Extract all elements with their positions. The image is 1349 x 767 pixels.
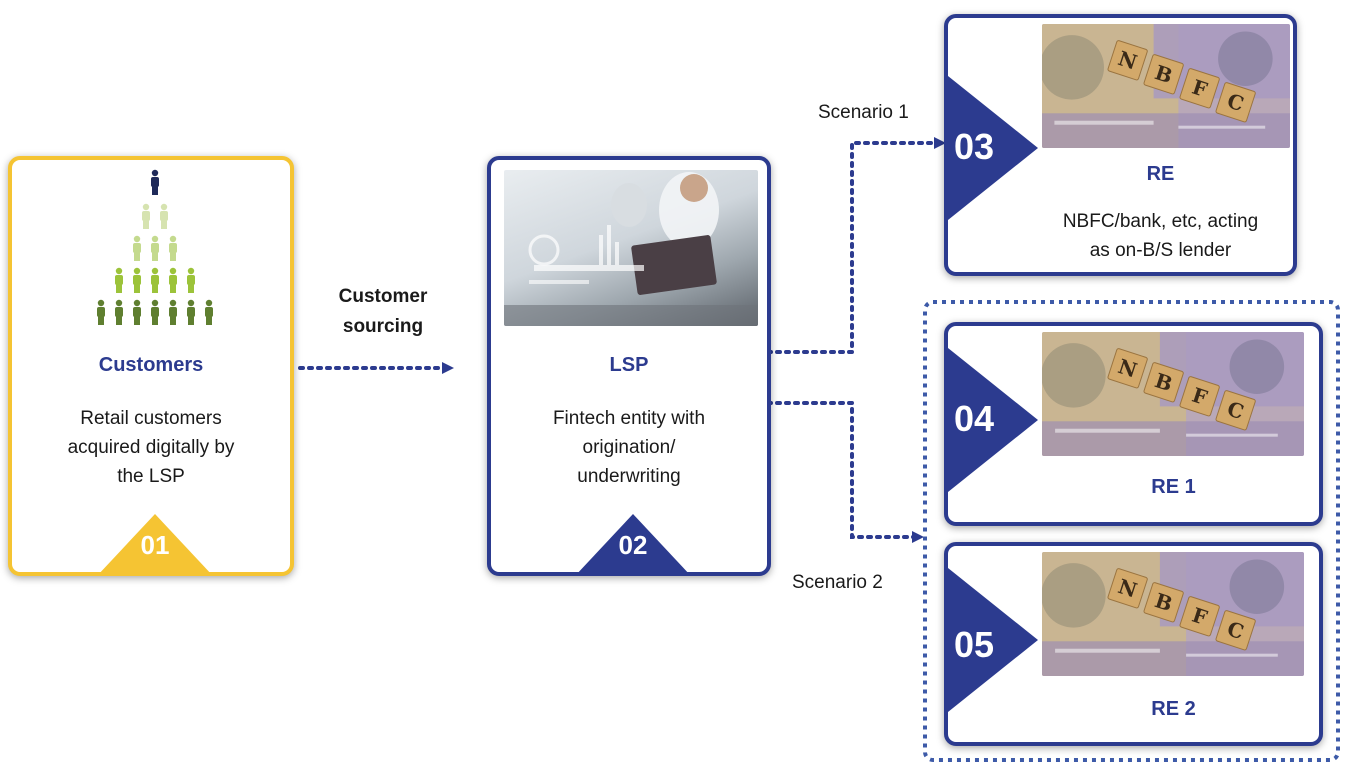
re-card: N B F C 03 RE NBFC/bank, etc, acting as …	[944, 14, 1297, 276]
number-wedge	[948, 568, 1038, 712]
scenario2-label: Scenario 2	[792, 572, 883, 593]
person-icon	[133, 267, 141, 293]
svg-text:F: F	[1189, 603, 1210, 630]
customer-sourcing-label: Customer sourcing	[338, 286, 428, 337]
lsp-title: LSP	[609, 354, 649, 376]
person-icon	[142, 203, 150, 229]
person-icon	[97, 299, 105, 325]
person-icon	[151, 235, 159, 261]
person-icon	[133, 235, 141, 261]
svg-text:C: C	[1224, 396, 1247, 424]
nbfc-photo: N B F C	[1042, 24, 1290, 148]
svg-text:F: F	[1189, 383, 1210, 410]
customers-title: Customers	[98, 354, 204, 376]
re1-card: N B F C 04 RE 1	[944, 322, 1323, 526]
person-icon	[133, 299, 141, 325]
re-title: RE	[1146, 163, 1175, 185]
person-icon	[169, 267, 177, 293]
step-number-05: 05	[954, 624, 995, 665]
lsp-card: LSP Fintech entity with origination/ und…	[487, 156, 771, 576]
person-icon	[169, 235, 177, 261]
svg-text:B: B	[1152, 588, 1175, 616]
customers-description: Retail customers acquired digitally by t…	[67, 408, 235, 487]
re-description: NBFC/bank, etc, acting as on-B/S lender	[1062, 211, 1259, 261]
number-triangle	[100, 514, 210, 572]
svg-text:F: F	[1189, 75, 1210, 102]
svg-text:B: B	[1152, 368, 1175, 396]
nbfc-banknotes-illustration: N B F C	[1042, 552, 1304, 676]
nbfc-banknotes-illustration: N B F C	[1042, 332, 1304, 456]
re2-title: RE 2	[1151, 698, 1196, 720]
office-scene-illustration	[504, 172, 758, 326]
scenario2-arrow	[766, 401, 924, 543]
person-icon	[151, 169, 159, 195]
scenario1-arrow	[766, 137, 946, 354]
person-icon	[115, 267, 123, 293]
svg-text:C: C	[1224, 616, 1247, 644]
step-number-03: 03	[954, 126, 995, 167]
step-number-02: 02	[618, 530, 648, 560]
number-triangle	[578, 514, 688, 572]
nbfc-photo: N B F C	[1042, 332, 1304, 456]
person-icon	[151, 299, 159, 325]
nbfc-photo: N B F C	[1042, 552, 1304, 676]
scenario2-group-border	[923, 300, 1340, 762]
person-icon	[115, 299, 123, 325]
nbfc-banknotes-illustration: N B F C	[1042, 24, 1290, 148]
re1-title: RE 1	[1151, 476, 1196, 498]
person-icon	[151, 267, 159, 293]
person-icon	[160, 203, 168, 229]
people-pyramid-icon	[97, 169, 213, 325]
re2-card: N B F C 05 RE 2	[944, 542, 1323, 746]
number-wedge	[948, 348, 1038, 492]
customers-card: Customers Retail customers acquired digi…	[8, 156, 294, 576]
step-number-04: 04	[954, 398, 995, 439]
person-icon	[169, 299, 177, 325]
person-icon	[187, 267, 195, 293]
svg-text:B: B	[1152, 60, 1175, 88]
scenario1-label: Scenario 1	[818, 102, 909, 123]
lsp-description: Fintech entity with origination/ underwr…	[552, 408, 706, 487]
step-number-01: 01	[140, 530, 170, 560]
person-icon	[187, 299, 195, 325]
office-laptop-photo	[504, 170, 758, 326]
svg-text:C: C	[1224, 88, 1247, 116]
number-wedge	[948, 76, 1038, 220]
person-icon	[205, 299, 213, 325]
